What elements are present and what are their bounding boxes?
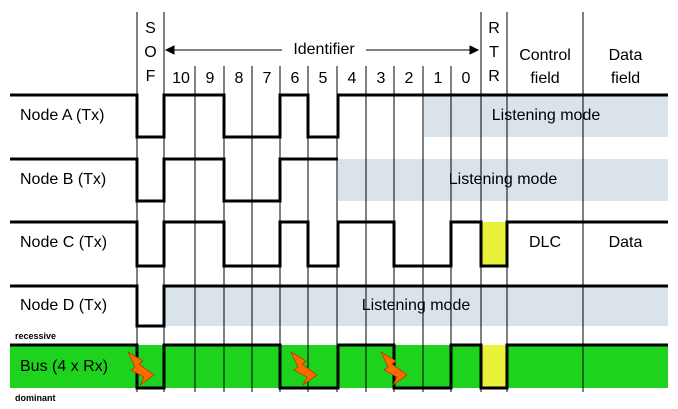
node-c-rtr-highlight: [481, 222, 507, 266]
lightning-bolt-icon: [290, 350, 318, 386]
bit-number-0: 0: [461, 70, 471, 87]
sof-letter-f: F: [145, 68, 156, 85]
control-field-label-line1: Control: [519, 47, 571, 64]
bit-number-3: 3: [376, 70, 386, 87]
grid-lines: [194, 66, 452, 392]
dominant-level-label: dominant: [15, 393, 56, 403]
bit-number-7: 7: [262, 70, 272, 87]
node-c-waveform: [10, 220, 668, 268]
bit-number-8: 8: [234, 70, 244, 87]
node-d-listening-box: [164, 286, 668, 326]
bit-number-2: 2: [404, 70, 414, 87]
control-field-label-line2: field: [530, 70, 560, 87]
bit-number-1: 1: [433, 70, 443, 87]
node-b-waveform: [10, 157, 338, 203]
header-separators: [136, 12, 584, 392]
data-field-label-line1: Data: [608, 47, 643, 64]
lightning-bolt-icon: [127, 350, 155, 386]
bit-number-9: 9: [205, 70, 215, 87]
bit-number-4: 4: [347, 70, 357, 87]
node-a-waveform: [10, 93, 668, 139]
node-d-label: Node D (Tx): [20, 297, 108, 314]
bus-label: Bus (4 x Rx): [20, 358, 109, 375]
node-b-listening-text: Listening mode: [448, 171, 558, 188]
bit-number-10: 10: [172, 70, 190, 87]
node-b-listening-box: [338, 159, 668, 201]
node-c-dlc-text: DLC: [528, 234, 561, 251]
rtr-letter-t: T: [489, 44, 499, 61]
node-d-listening-text: Listening mode: [361, 297, 471, 314]
lightning-bolt-icon: [380, 350, 408, 386]
node-a-listening-text: Listening mode: [491, 107, 601, 124]
bus-waveform: [10, 343, 668, 390]
rtr-letter-r2: R: [488, 68, 500, 85]
bit-number-5: 5: [318, 70, 328, 87]
node-d-waveform: [10, 284, 668, 328]
data-field-label-line2: field: [610, 70, 641, 87]
sof-letter-s: S: [145, 20, 156, 37]
node-a-label: Node A (Tx): [20, 107, 105, 124]
recessive-level-label: recessive: [15, 331, 57, 341]
node-c-data-text: Data: [608, 234, 643, 251]
node-b-label: Node B (Tx): [20, 171, 107, 188]
bus-rtr-highlight: [481, 345, 507, 388]
sof-letter-o: O: [144, 44, 157, 61]
node-c-label: Node C (Tx): [20, 234, 108, 251]
rtr-letter-r1: R: [488, 20, 500, 37]
bit-number-6: 6: [290, 70, 300, 87]
identifier-label: Identifier: [293, 41, 355, 58]
node-a-listening-box: [424, 95, 668, 137]
identifier-arrow: [164, 45, 480, 55]
